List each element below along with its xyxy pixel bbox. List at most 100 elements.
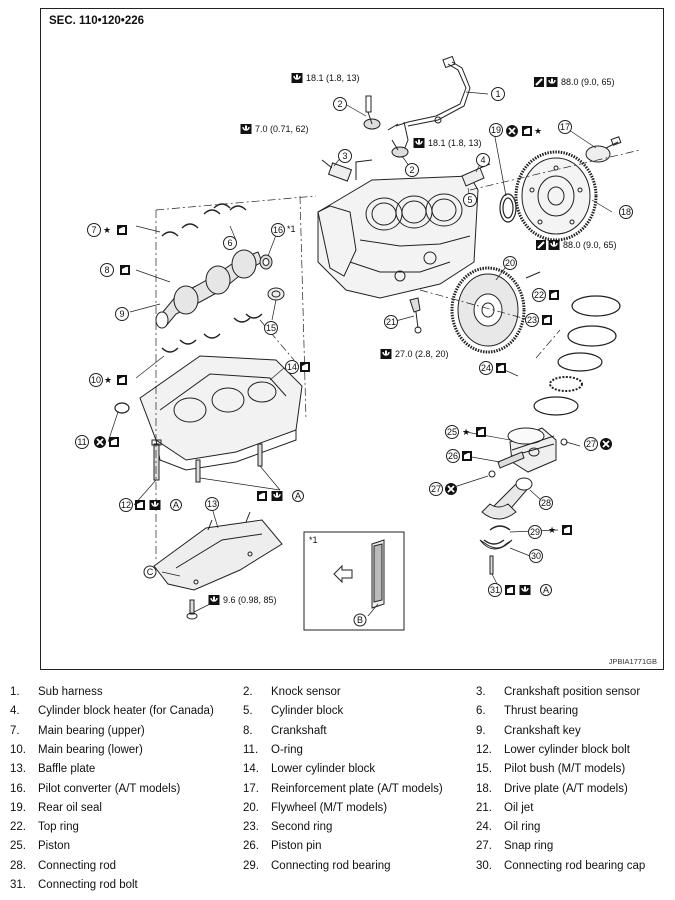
svg-text:13: 13 (207, 499, 217, 509)
callout-13: 13 (205, 497, 219, 511)
legend-number: 24. (476, 821, 492, 834)
svg-text:4: 4 (480, 155, 485, 165)
legend-number: 5. (243, 705, 253, 718)
svg-text:25: 25 (447, 427, 457, 437)
svg-text:A: A (173, 500, 179, 510)
note-mark-16: *1 (287, 224, 296, 234)
legend-text: Connecting rod (38, 859, 116, 872)
legend-text: Snap ring (504, 840, 554, 853)
svg-text:8: 8 (104, 265, 109, 275)
callout-30: 30 (529, 549, 543, 563)
svg-text:9: 9 (119, 309, 124, 319)
legend-text: Crankshaft (271, 724, 327, 737)
legend-text: Oil ring (504, 821, 541, 834)
legend-text: Crankshaft position sensor (504, 686, 641, 698)
legend-number: 27. (476, 840, 492, 853)
letter-a-marker-bolts: A (292, 490, 304, 502)
legend-text: Sub harness (38, 686, 103, 698)
legend-text: Piston pin (271, 840, 322, 853)
legend-number: 20. (243, 801, 259, 814)
callout-2: 2 (333, 97, 347, 111)
torque-label-7: 9.6 (0.98, 85) (223, 595, 277, 605)
piston (507, 427, 557, 473)
legend-text: Cylinder block heater (for Canada) (38, 705, 214, 718)
letter-a-marker-31: A (540, 584, 552, 596)
letter-a-marker-12: A (170, 499, 182, 511)
legend-text: Drive plate (A/T models) (504, 782, 628, 795)
callout-11: 11 (75, 435, 89, 449)
callout-23: 23 (525, 313, 539, 327)
legend-number: 1. (10, 686, 20, 698)
callout-19: 19 (489, 123, 503, 137)
legend-text: Connecting rod bolt (38, 879, 138, 891)
baffle-plate-bolt (186, 599, 198, 620)
callout-14: 14 (285, 360, 299, 374)
svg-text:12: 12 (121, 500, 131, 510)
torque-label-4: 88.0 (9.0, 65) (561, 77, 615, 87)
legend-text: Main bearing (upper) (38, 724, 145, 737)
svg-text:1: 1 (495, 89, 500, 99)
legend-number: 23. (243, 821, 259, 834)
svg-text:2: 2 (409, 165, 414, 175)
legend-number: 12. (476, 743, 492, 756)
svg-text:20: 20 (505, 258, 515, 268)
callout-4: 4 (476, 153, 490, 167)
cylinder-block (317, 159, 479, 299)
legend-number: 29. (243, 859, 259, 872)
callout-1: 1 (491, 87, 505, 101)
connecting-rod-bearing (483, 525, 511, 545)
o-ring (114, 402, 130, 414)
legend-text: Main bearing (lower) (38, 743, 143, 756)
piston-pin (497, 451, 525, 469)
legend-text: Reinforcement plate (A/T models) (271, 782, 443, 795)
torque-label-2: 7.0 (0.71, 62) (255, 124, 309, 134)
svg-text:10: 10 (91, 375, 101, 385)
legend-text: Crankshaft key (504, 724, 581, 737)
svg-text:29: 29 (530, 527, 540, 537)
callout-16: 16 (271, 223, 285, 237)
star-mark-10: ★ (104, 375, 112, 385)
legend-text: O-ring (271, 743, 303, 756)
legend-text: Second ring (271, 821, 333, 834)
svg-text:18: 18 (621, 207, 631, 217)
callout-26: 26 (446, 449, 460, 463)
legend-number: 13. (10, 763, 26, 776)
exploded-view-diagram: 1234567891011121314151617181920212223242… (75, 55, 641, 631)
callout-2: 2 (405, 163, 419, 177)
legend-number: 15. (476, 763, 492, 776)
callout-6: 6 (223, 236, 237, 250)
svg-text:A: A (543, 585, 549, 595)
svg-text:C: C (147, 567, 154, 577)
svg-text:28: 28 (541, 498, 551, 508)
flywheel (450, 266, 541, 354)
svg-text:7: 7 (91, 225, 96, 235)
legend-text: Connecting rod bearing cap (504, 859, 646, 872)
torque-label-5: 88.0 (9.0, 65) (563, 240, 617, 250)
svg-text:2: 2 (337, 99, 342, 109)
svg-text:3: 3 (342, 151, 347, 161)
torque-label-6: 27.0 (2.8, 20) (395, 349, 449, 359)
svg-text:21: 21 (386, 317, 396, 327)
svg-text:B: B (357, 615, 363, 625)
legend-number: 17. (243, 782, 259, 795)
legend-text: Pilot converter (A/T models) (38, 782, 181, 795)
callout-25: 25 (445, 425, 459, 439)
legend-number: 21. (476, 801, 492, 814)
legend-text: Thrust bearing (504, 705, 579, 718)
svg-text:24: 24 (481, 363, 491, 373)
callout-21: 21 (384, 315, 398, 329)
reference-code: JPBIA1771GB (608, 657, 657, 666)
main-bearings-lower (161, 313, 263, 353)
svg-text:27: 27 (431, 484, 441, 494)
svg-text:26: 26 (448, 451, 458, 461)
callout-17: 17 (558, 120, 572, 134)
callout-27: 27 (429, 482, 443, 496)
legend-number: 25. (10, 840, 26, 853)
callout-8: 8 (100, 263, 114, 277)
legend-number: 7. (10, 724, 20, 737)
legend-text: Cylinder block (271, 705, 344, 718)
legend-number: 10. (10, 743, 26, 756)
star-mark-19: ★ (534, 126, 542, 136)
torque-label-1: 18.1 (1.8, 13) (306, 73, 360, 83)
